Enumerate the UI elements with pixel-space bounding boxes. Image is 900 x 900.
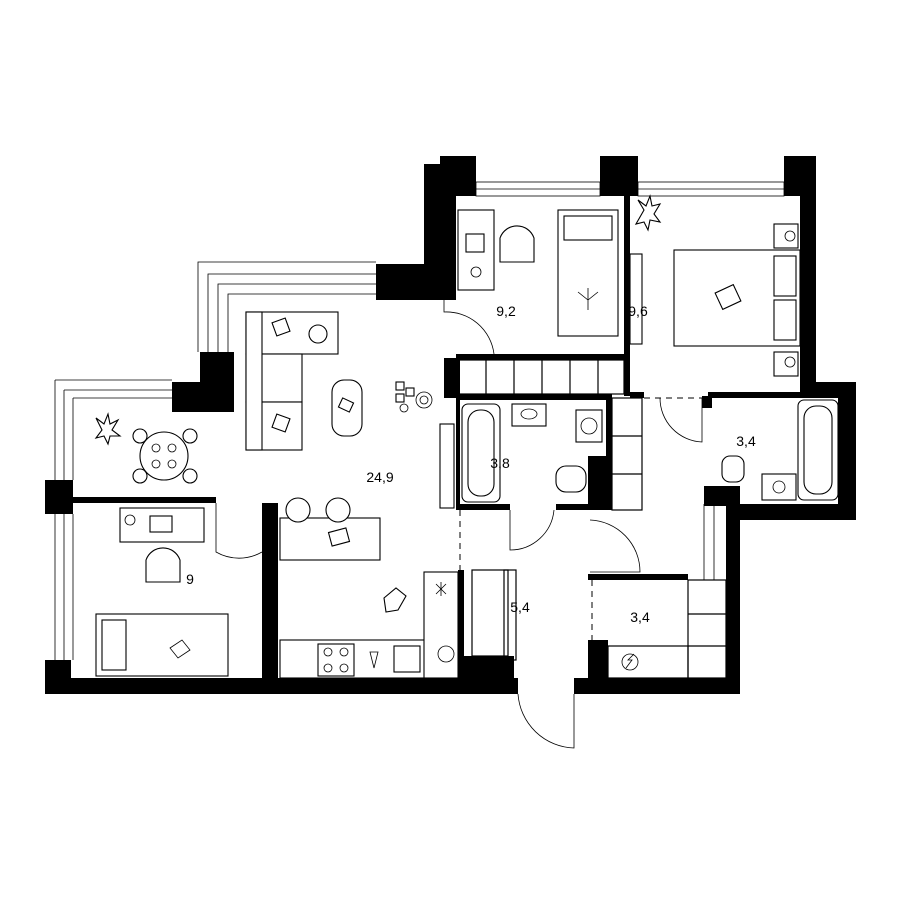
- door-storage: [589, 519, 641, 573]
- wall-storage-duct: [588, 640, 608, 680]
- exterior-walls: [45, 156, 856, 694]
- door-bedroom3: [215, 503, 263, 559]
- bathroom-fixtures: [439, 403, 603, 509]
- toy-figure-icon: [383, 587, 407, 613]
- bath2-fixtures: [721, 399, 839, 501]
- wall-corner-top: [376, 264, 456, 300]
- interior-outlines: [457, 359, 727, 679]
- wall-bath2-left-top: [702, 396, 712, 408]
- wall-bath-left: [456, 358, 460, 508]
- wall-bottom-left: [45, 678, 518, 694]
- wall-pier-left: [45, 480, 73, 514]
- area-label-storage: 3,4: [630, 609, 650, 625]
- wall-bath-bottom-left: [456, 504, 510, 510]
- wall-pier-top-right: [784, 156, 816, 196]
- bedroom2-furniture: [629, 194, 801, 377]
- kitchen-island: [279, 497, 381, 561]
- wall-pier-top-mid: [600, 156, 638, 196]
- wall-corner-dining: [172, 382, 232, 412]
- door-bathroom: [509, 509, 555, 551]
- area-label-bath-2: 3,4: [736, 433, 756, 449]
- area-label-bedroom-3: 9: [186, 571, 194, 587]
- room-area-labels: 9,2 9,6 24,9 3,8 3,4 9 5,4 3,4: [186, 303, 756, 625]
- coffee-table: [331, 379, 363, 437]
- area-label-bedroom-1: 9,2: [496, 303, 516, 319]
- area-label-living: 24,9: [366, 469, 393, 485]
- door-bedroom1: [443, 300, 495, 355]
- wall-bedroom2-bottom-right: [708, 392, 808, 398]
- wall-bath-right: [606, 394, 612, 510]
- plant-icon: [94, 412, 122, 446]
- wall-right-lower: [726, 518, 740, 694]
- wall-bath-duct: [588, 456, 612, 504]
- sofa: [245, 311, 339, 451]
- wall-bedroom2-right: [800, 190, 816, 396]
- kitchen-counter: [279, 571, 459, 679]
- window-frames: [54, 181, 785, 660]
- wall-bottom-right: [574, 678, 740, 694]
- wall-hall-left: [458, 570, 464, 680]
- wall-bath2-left-bottom: [704, 486, 740, 506]
- dining-table: [132, 428, 198, 484]
- electric-panel-icon: [621, 653, 639, 671]
- area-label-hallway: 5,4: [510, 599, 530, 615]
- wall-bedroom2-bottom-left: [630, 392, 644, 398]
- wall-pier-bottom-left: [45, 660, 71, 694]
- doors: [215, 300, 703, 749]
- door-bath2: [659, 397, 703, 443]
- toys: [395, 381, 433, 413]
- wall-bedroom1-bottom: [456, 354, 626, 360]
- wall-bath-left-top: [444, 358, 460, 398]
- area-label-bathroom: 3,8: [490, 455, 510, 471]
- wall-bath2-right: [838, 382, 856, 520]
- area-label-bedroom-2: 9,6: [628, 303, 648, 319]
- wall-bath-bottom-right: [556, 504, 610, 510]
- wall-bedroom-divider: [624, 196, 630, 396]
- bedroom3-furniture: [95, 507, 229, 677]
- door-entrance: [517, 693, 575, 749]
- wall-bedroom3-right: [262, 503, 278, 678]
- wall-bedroom3-top: [73, 497, 216, 503]
- bedroom1-furniture: [457, 209, 619, 337]
- wall-bath-top: [456, 394, 610, 400]
- wall-storage-top: [588, 574, 688, 580]
- wall-bath2-bottom: [726, 504, 856, 520]
- interior-walls: [73, 196, 808, 680]
